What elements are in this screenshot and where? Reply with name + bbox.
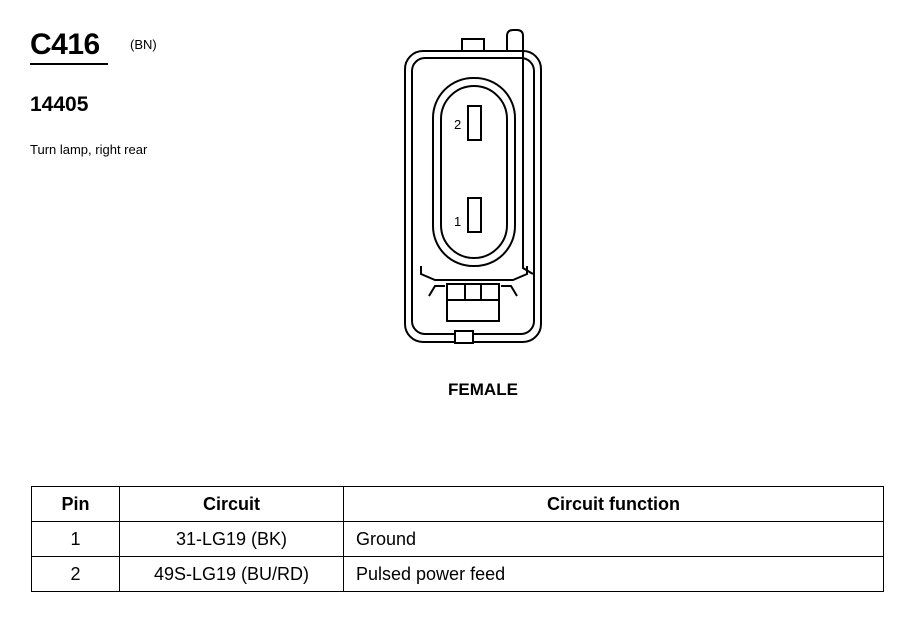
connector-gender-label: FEMALE [448,380,518,399]
connector-description: Turn lamp, right rear [30,142,148,157]
cell-circuit-function: Pulsed power feed [343,556,884,592]
lower-body-outline [420,266,528,281]
cell-pin: 2 [31,556,120,592]
pin-label-2: 2 [454,117,461,132]
pin-circuit-table: Pin Circuit Circuit function 1 31-LG19 (… [31,486,884,592]
header-circuit-function: Circuit function [343,486,884,522]
bottom-tab [454,330,474,344]
pin-label-1: 1 [454,214,461,229]
cell-circuit: 49S-LG19 (BU/RD) [119,556,344,592]
connector-id: C416 [30,28,100,61]
header-circuit: Circuit [119,486,344,522]
part-number: 14405 [30,93,89,116]
cell-circuit-function: Ground [343,521,884,557]
connector-face-diagram: 2 1 [404,29,542,344]
table-row: 1 31-LG19 (BK) Ground [31,521,884,557]
connector-id-underline [30,63,108,65]
terminal-2 [467,105,482,141]
lower-body-step [428,285,518,297]
table-row: 2 49S-LG19 (BU/RD) Pulsed power feed [31,556,884,592]
lock-block [446,283,500,322]
cell-pin: 1 [31,521,120,557]
pin-cavity-inner [440,85,508,259]
cell-circuit: 31-LG19 (BK) [119,521,344,557]
pin-cavity-outer [432,77,516,267]
color-code: (BN) [130,37,157,52]
terminal-1 [467,197,482,233]
side-latch [506,29,534,275]
table-header-row: Pin Circuit Circuit function [31,486,884,522]
header-pin: Pin [31,486,120,522]
